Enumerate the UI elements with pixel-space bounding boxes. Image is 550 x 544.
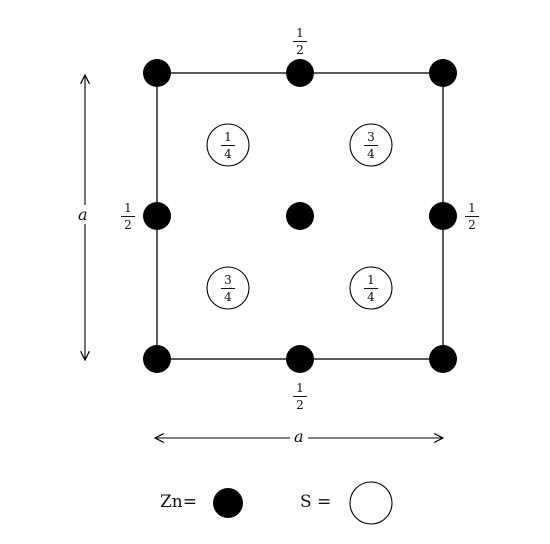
zn-atom: [286, 345, 314, 373]
bottom-height-label: 1 2: [288, 382, 312, 411]
zn-atom: [429, 345, 457, 373]
top-height-label: 1 2: [288, 27, 312, 56]
fraction-bar: [221, 288, 235, 289]
s-atom-height-label: 1 4: [216, 131, 240, 160]
right-height-label: 1 2: [460, 202, 484, 231]
zn-atom: [429, 202, 457, 230]
zn-atom: [143, 59, 171, 87]
fraction-bar: [465, 216, 479, 217]
fraction-denominator: 4: [224, 147, 232, 161]
fraction-bar: [293, 41, 307, 42]
fraction-numerator: 1: [124, 201, 132, 215]
fraction-numerator: 3: [367, 130, 375, 144]
fraction-denominator: 2: [296, 398, 304, 412]
legend-s-label: S =: [300, 492, 332, 512]
fraction-denominator: 4: [224, 290, 232, 304]
fraction-denominator: 2: [468, 218, 476, 232]
left-height-label: 1 2: [116, 202, 140, 231]
vertical-dimension-label: a: [74, 205, 92, 224]
fraction-numerator: 1: [296, 26, 304, 40]
legend-zn-label: Zn=: [160, 492, 198, 512]
horizontal-dimension-label: a: [290, 427, 308, 446]
fraction-bar: [121, 216, 135, 217]
s-atom-height-label: 3 4: [359, 131, 383, 160]
zn-atom: [286, 202, 314, 230]
fraction-bar: [221, 145, 235, 146]
zn-atoms: [143, 59, 457, 373]
fraction-numerator: 1: [296, 381, 304, 395]
fraction-numerator: 3: [224, 273, 232, 287]
fraction-numerator: 1: [367, 273, 375, 287]
fraction-denominator: 2: [124, 218, 132, 232]
fraction-denominator: 4: [367, 290, 375, 304]
zn-atom: [429, 59, 457, 87]
zn-atom: [286, 59, 314, 87]
s-atom-height-label: 3 4: [216, 274, 240, 303]
fraction-denominator: 2: [296, 43, 304, 57]
fraction-numerator: 1: [468, 201, 476, 215]
legend-s-symbol: [349, 481, 393, 525]
fraction-bar: [364, 145, 378, 146]
zn-atom: [143, 202, 171, 230]
zn-atom: [143, 345, 171, 373]
fraction-numerator: 1: [224, 130, 232, 144]
fraction-bar: [364, 288, 378, 289]
legend-zn-symbol: [213, 488, 243, 518]
s-atom-height-label: 1 4: [359, 274, 383, 303]
fraction-bar: [293, 396, 307, 397]
fraction-denominator: 4: [367, 147, 375, 161]
